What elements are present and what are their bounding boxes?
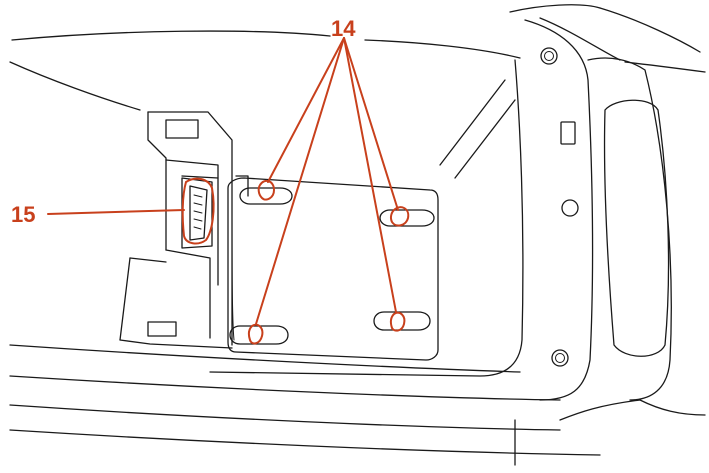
callout-label-bolts: 14 [331,16,356,41]
side-panel [514,19,706,466]
tray-rim [209,59,524,377]
housing-outline [9,4,706,456]
connector-bracket [119,111,233,349]
bolt-slot-bottom-left [229,325,289,345]
bolt-slot-top-left [239,187,293,205]
leader-lines [47,37,399,325]
callout-label-connector: 15 [11,202,35,227]
bolt-slot-top-right [379,209,435,227]
bolt-slot-bottom-right [373,311,431,331]
